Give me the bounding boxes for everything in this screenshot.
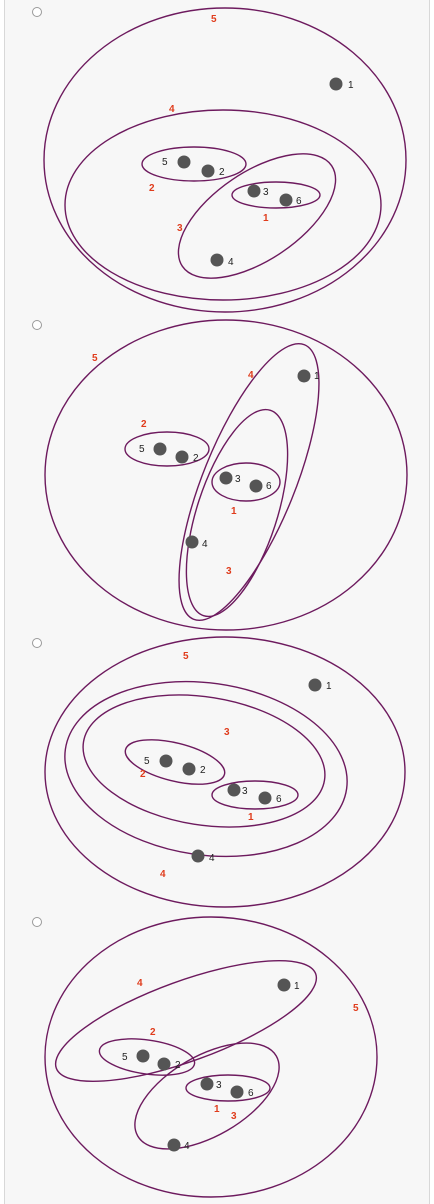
- point-label-4: 4: [209, 853, 215, 864]
- point-1: [297, 369, 311, 383]
- cluster-label-5: 5: [183, 651, 189, 662]
- cluster-label-1: 1: [248, 812, 254, 823]
- point-label-5: 5: [139, 444, 145, 455]
- dendrogram-option-a: 1 5 2 3 6 4 5 4 2 1 3: [43, 7, 407, 313]
- cluster-ellipse-4: [54, 959, 318, 1083]
- radio-option-c[interactable]: [30, 636, 44, 650]
- cluster-ellipse-3: [185, 408, 289, 618]
- cluster-ellipse-2: [98, 1038, 196, 1076]
- cluster-label-5: 5: [211, 14, 217, 25]
- point-label-4: 4: [202, 539, 208, 550]
- cluster-ellipse-2: [124, 739, 226, 785]
- point-2: [175, 450, 189, 464]
- cluster-ellipse-1: [231, 181, 321, 209]
- point-4: [191, 849, 205, 863]
- point-1: [308, 678, 322, 692]
- point-5: [153, 442, 167, 456]
- cluster-label-4: 4: [160, 869, 166, 880]
- point-label-1: 1: [314, 371, 320, 382]
- point-3: [247, 184, 261, 198]
- cluster-ellipse-5: [43, 7, 407, 313]
- cluster-ellipse-1: [211, 462, 281, 502]
- point-label-5: 5: [162, 157, 168, 168]
- point-label-1: 1: [294, 981, 300, 992]
- cluster-label-2: 2: [149, 183, 155, 194]
- cluster-ellipse-4: [178, 342, 320, 622]
- point-label-4: 4: [184, 1141, 190, 1152]
- point-label-3: 3: [235, 474, 241, 485]
- point-label-3: 3: [242, 786, 248, 797]
- point-2: [201, 164, 215, 178]
- cluster-ellipse-3: [177, 153, 337, 279]
- cluster-label-5: 5: [92, 353, 98, 364]
- cluster-label-2: 2: [150, 1027, 156, 1038]
- point-label-6: 6: [248, 1088, 254, 1099]
- cluster-label-1: 1: [214, 1104, 220, 1115]
- point-label-4: 4: [228, 257, 234, 268]
- point-3: [219, 471, 233, 485]
- point-label-5: 5: [144, 756, 150, 767]
- point-4: [167, 1138, 181, 1152]
- point-label-2: 2: [200, 765, 206, 776]
- cluster-ellipse-2: [124, 431, 210, 467]
- radio-option-a[interactable]: [30, 5, 44, 19]
- dendrogram-option-d: 1 5 2 3 6 4 4 5 2 1 3: [44, 916, 378, 1198]
- cluster-label-2: 2: [140, 769, 146, 780]
- radio-option-d[interactable]: [30, 915, 44, 929]
- cluster-ellipse-5: [44, 916, 378, 1198]
- point-label-2: 2: [219, 167, 225, 178]
- point-6: [230, 1085, 244, 1099]
- cluster-label-2: 2: [141, 419, 147, 430]
- point-1: [277, 978, 291, 992]
- point-3: [227, 783, 241, 797]
- point-5: [136, 1049, 150, 1063]
- point-label-6: 6: [266, 481, 272, 492]
- point-label-3: 3: [263, 187, 269, 198]
- point-label-2: 2: [193, 453, 199, 464]
- cluster-label-4: 4: [137, 978, 143, 989]
- point-label-3: 3: [216, 1080, 222, 1091]
- point-6: [258, 791, 272, 805]
- cluster-ellipse-4: [64, 109, 382, 301]
- point-1: [329, 77, 343, 91]
- point-6: [249, 479, 263, 493]
- point-4: [210, 253, 224, 267]
- cluster-label-1: 1: [231, 506, 237, 517]
- cluster-label-4: 4: [248, 370, 254, 381]
- dendrogram-option-c: 1 5 2 3 6 4 5 3 2 1 4: [44, 636, 406, 908]
- point-6: [279, 193, 293, 207]
- cluster-ellipse-1: [185, 1074, 271, 1102]
- point-label-1: 1: [348, 80, 354, 91]
- dendrogram-option-b: 1 5 2 3 6 4 5 4 2 1 3: [44, 319, 408, 631]
- point-4: [185, 535, 199, 549]
- point-5: [159, 754, 173, 768]
- cluster-label-3: 3: [224, 727, 230, 738]
- cluster-ellipse-1: [211, 780, 299, 810]
- cluster-label-3: 3: [226, 566, 232, 577]
- cluster-label-5: 5: [353, 1003, 359, 1014]
- cluster-label-1: 1: [263, 213, 269, 224]
- cluster-ellipse-5: [44, 319, 408, 631]
- cluster-label-3: 3: [231, 1111, 237, 1122]
- cluster-ellipse-3: [82, 694, 326, 828]
- point-2: [157, 1057, 171, 1071]
- question-panel: [4, 0, 430, 1204]
- point-label-6: 6: [276, 794, 282, 805]
- point-label-1: 1: [326, 681, 332, 692]
- point-label-2: 2: [175, 1060, 181, 1071]
- cluster-ellipse-3: [134, 1042, 280, 1150]
- cluster-label-4: 4: [169, 104, 175, 115]
- cluster-label-3: 3: [177, 223, 183, 234]
- cluster-ellipse-5: [44, 636, 406, 908]
- cluster-ellipse-4: [64, 680, 348, 858]
- point-2: [182, 762, 196, 776]
- point-label-6: 6: [296, 196, 302, 207]
- cluster-ellipse-2: [141, 146, 247, 182]
- radio-option-b[interactable]: [30, 318, 44, 332]
- point-label-5: 5: [122, 1052, 128, 1063]
- point-5: [177, 155, 191, 169]
- point-3: [200, 1077, 214, 1091]
